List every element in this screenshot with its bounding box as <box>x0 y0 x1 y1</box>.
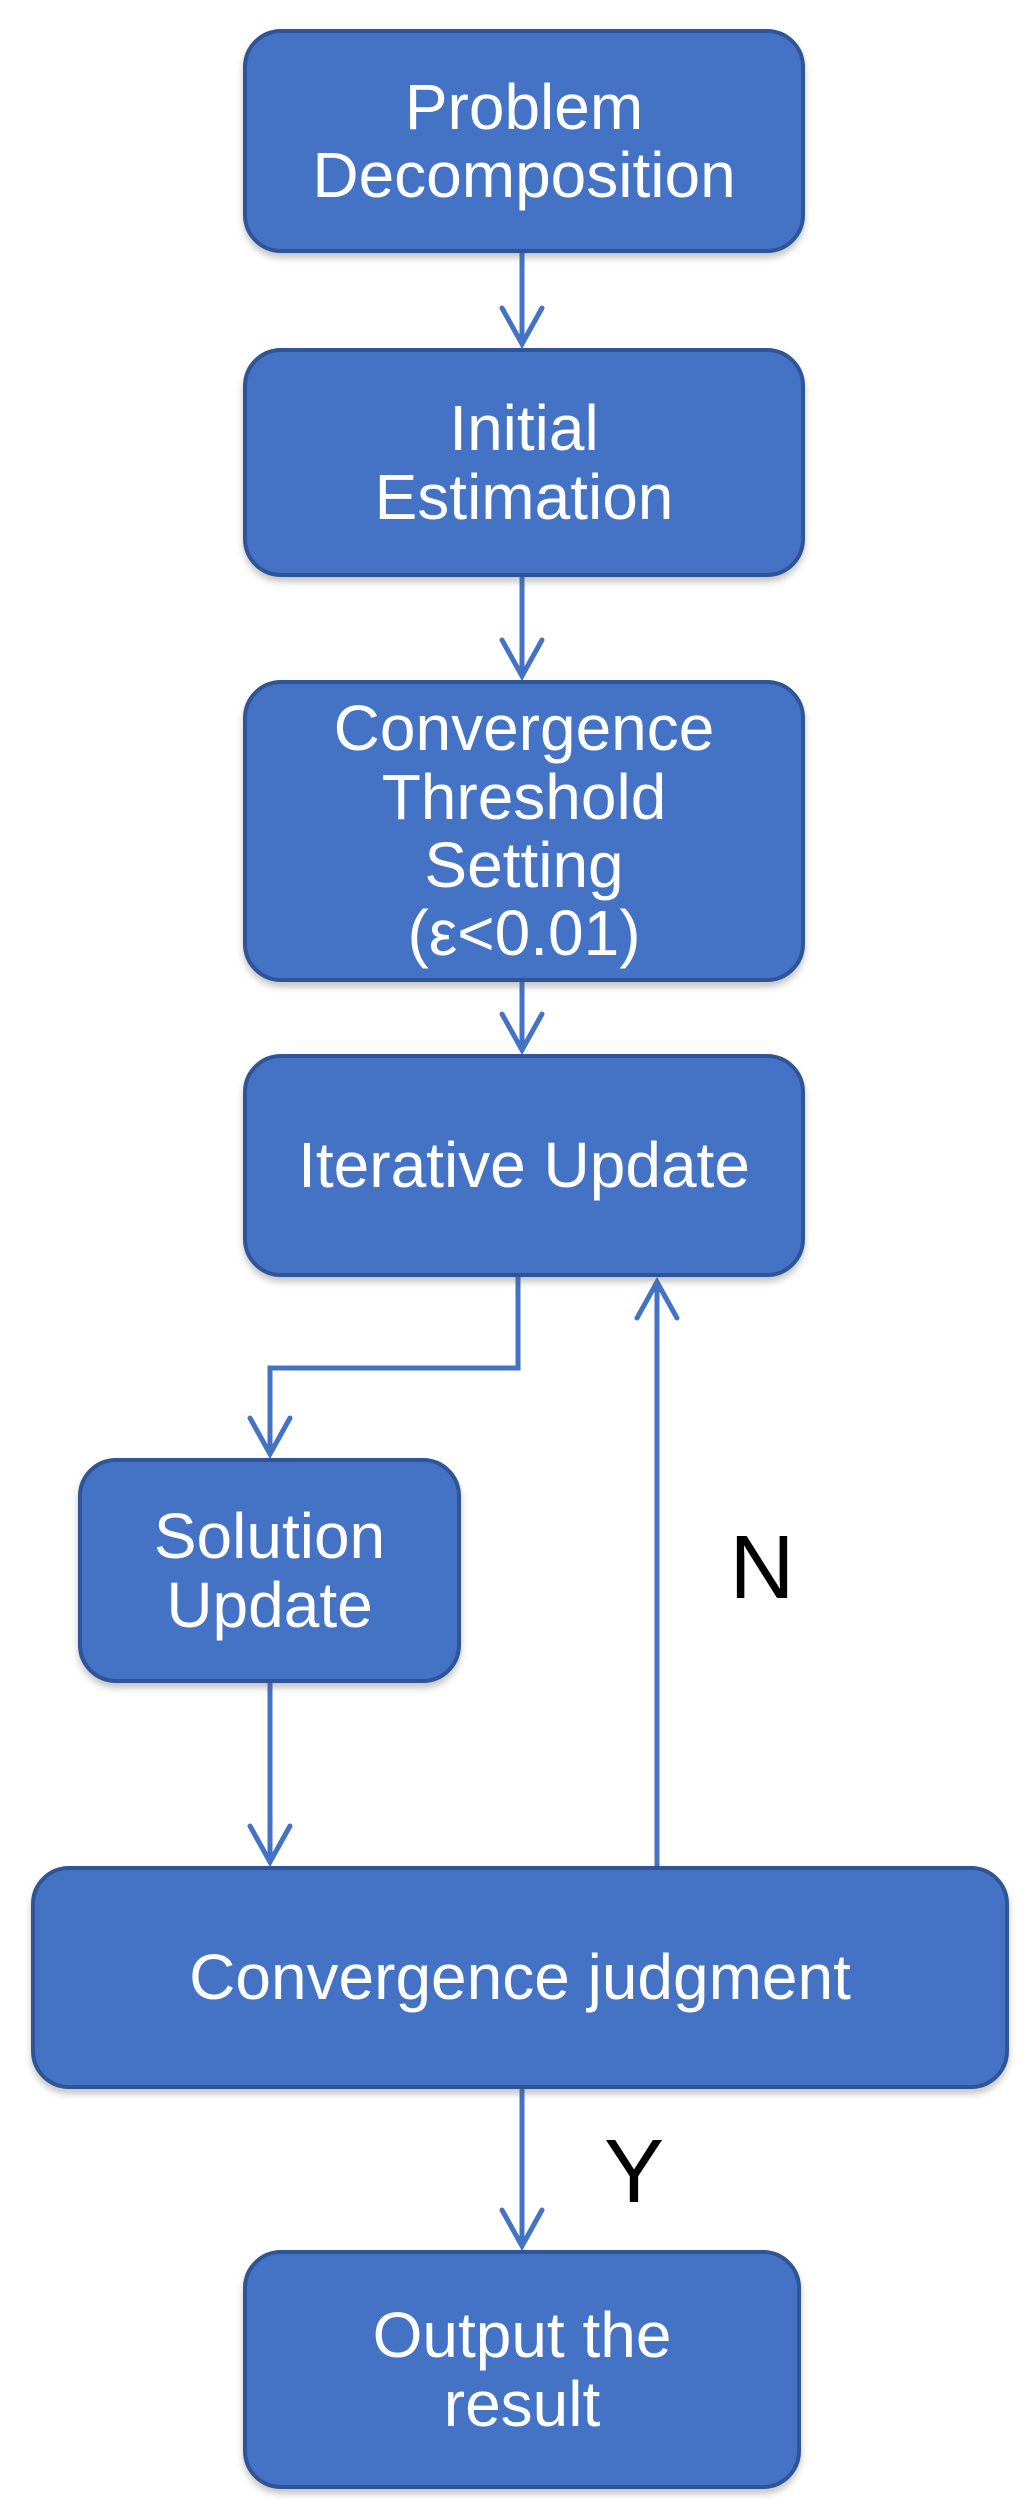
arrowhead <box>499 305 545 350</box>
arrowhead <box>634 1276 680 1321</box>
node-output-the-result-label: Output the result <box>372 2299 672 2440</box>
arrowhead <box>247 1415 293 1460</box>
edge-threshold-to-iterative <box>499 982 545 1056</box>
branch-label-no: N <box>729 1518 795 1618</box>
node-iterative-update: Iterative Update <box>243 1054 805 1277</box>
node-solution-update: Solution Update <box>78 1458 461 1683</box>
edge-solution-to-judgment <box>247 1683 293 1868</box>
node-convergence-threshold-setting-label: Convergence Threshold Setting (ε<0.01) <box>333 692 715 970</box>
node-convergence-judgment: Convergence judgment <box>31 1866 1009 2089</box>
arrowhead <box>499 2207 545 2252</box>
edge-judgment-to-iterative-no <box>634 1276 680 1866</box>
node-problem-decomposition: Problem Decomposition <box>243 29 805 253</box>
arrowhead <box>499 637 545 682</box>
node-iterative-update-label: Iterative Update <box>298 1129 750 1202</box>
edge-problem-to-initial <box>499 253 545 350</box>
edge-judgment-to-output-yes <box>499 2089 545 2252</box>
arrowhead <box>247 1823 293 1868</box>
node-convergence-threshold-setting: Convergence Threshold Setting (ε<0.01) <box>243 680 805 982</box>
node-initial-estimation: Initial Estimation <box>243 348 805 577</box>
branch-label-yes: Y <box>603 2122 665 2222</box>
node-convergence-judgment-label: Convergence judgment <box>189 1941 851 2014</box>
edge-initial-to-threshold <box>499 577 545 682</box>
node-problem-decomposition-label: Problem Decomposition <box>312 70 736 211</box>
node-initial-estimation-label: Initial Estimation <box>374 392 674 533</box>
node-solution-update-label: Solution Update <box>153 1500 386 1641</box>
arrowhead <box>499 1011 545 1056</box>
edge-iterative-to-solution <box>247 1277 521 1460</box>
node-output-the-result: Output the result <box>243 2250 801 2489</box>
